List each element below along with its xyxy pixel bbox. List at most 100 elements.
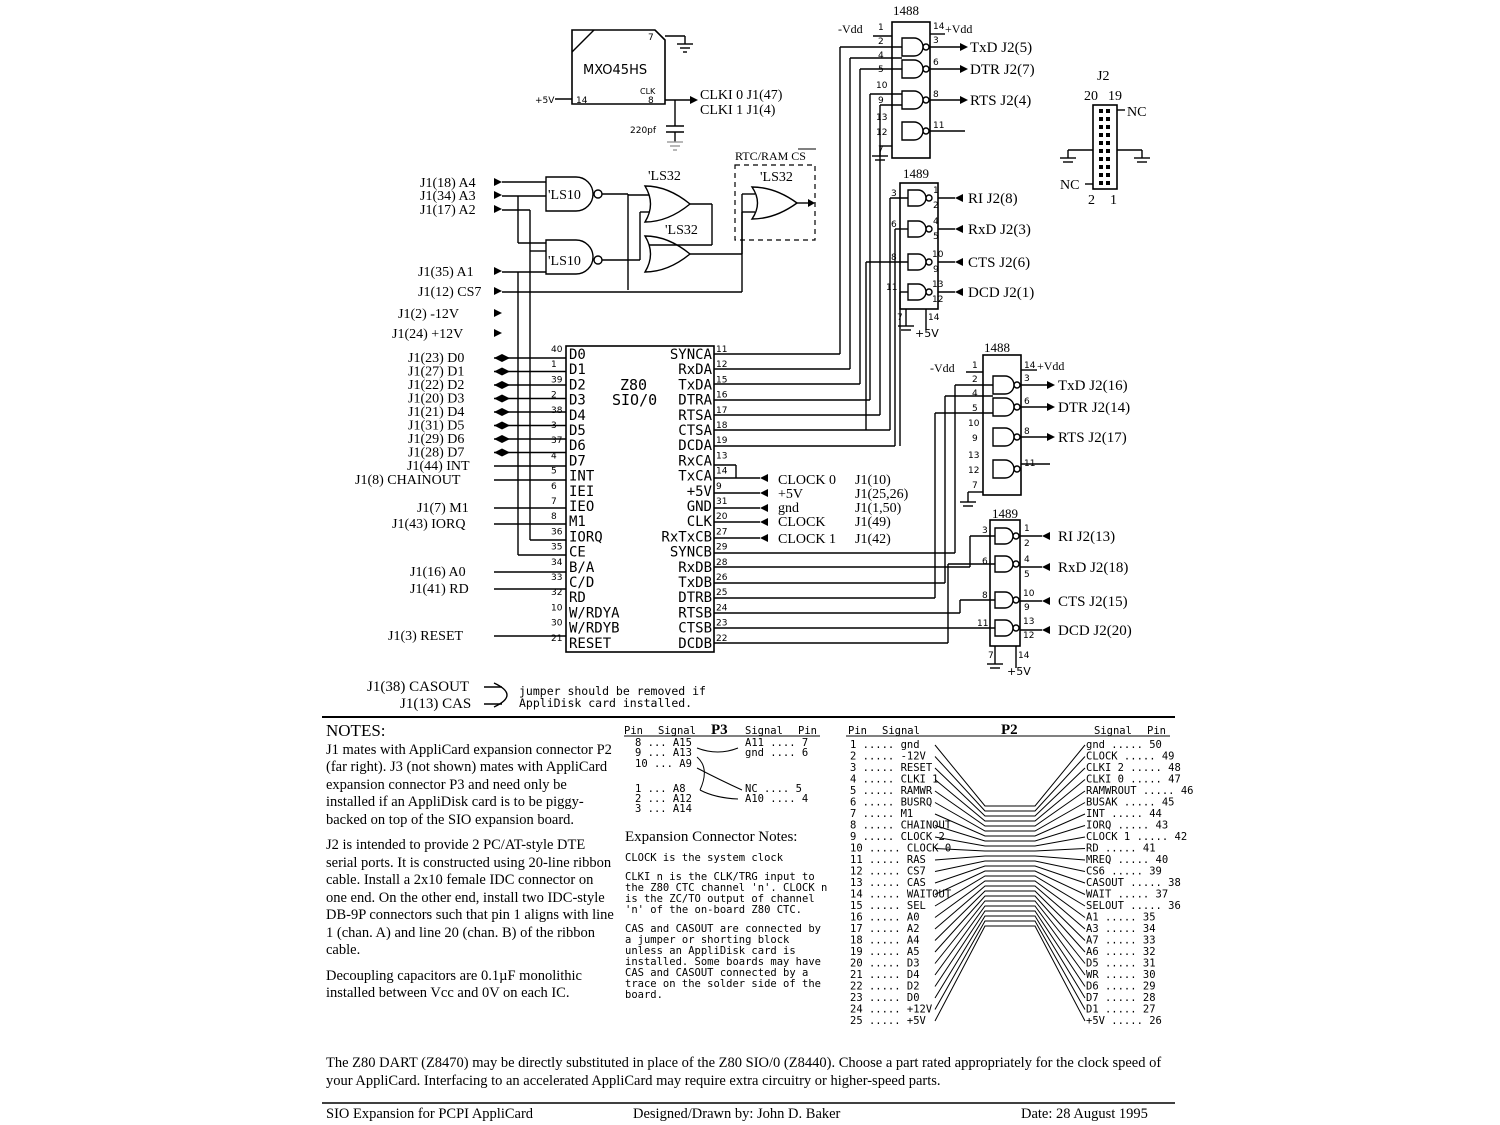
p2-connector-table: Pin Signal P2 Signal Pin 1 ..... gnd 2 .… — [846, 722, 1193, 1027]
sio-left-pin-num: 30 — [551, 619, 563, 629]
p2-wire — [934, 875, 1086, 907]
p3-row: 9 ... A13 — [635, 747, 692, 759]
sio-left-pin: D3 — [569, 393, 586, 409]
svg-text:Pin: Pin — [624, 725, 643, 737]
sio-right-pin-num: 17 — [716, 406, 727, 416]
p2-left-row: 11 ..... RAS — [850, 854, 926, 866]
sio-right-pin-num: 26 — [716, 573, 728, 583]
svg-text:10: 10 — [932, 250, 944, 260]
signal-arrow — [502, 381, 510, 389]
ctrl-signal-label: J1(16) A0 — [410, 565, 466, 580]
svg-text:2: 2 — [1088, 193, 1095, 208]
sio-right-pin: CTSA — [678, 423, 712, 439]
p2-right-row: WR ..... 30 — [1086, 969, 1156, 981]
svg-text:1489: 1489 — [903, 166, 929, 181]
svg-text:9: 9 — [878, 96, 884, 106]
j2-connector: J2 20 19 2 1 NC NC — [1060, 69, 1150, 208]
svg-text:Signal: Signal — [745, 725, 783, 737]
signal-arrow — [494, 381, 502, 389]
p2-wire — [934, 825, 1086, 842]
j2-pin — [1106, 173, 1110, 177]
p2-left-row: 14 ..... WAITOUT — [850, 889, 952, 901]
p2-right-row: CLKI 2 ..... 48 — [1086, 762, 1181, 774]
svg-text:2: 2 — [878, 37, 884, 47]
sio-left-pin-num: 6 — [551, 482, 557, 492]
p3-row: 2 ... A12 — [635, 793, 692, 805]
svg-text:DCD J2(20): DCD J2(20) — [1058, 623, 1132, 639]
sio-left-pin: RD — [569, 590, 586, 606]
svg-text:7: 7 — [878, 145, 884, 155]
sio-left-pin: M1 — [569, 514, 586, 530]
signal-arrow — [494, 367, 502, 376]
clock-signal-label: CLOCK 0 — [778, 473, 836, 488]
svg-text:CTS J2(6): CTS J2(6) — [968, 255, 1030, 271]
svg-text:14: 14 — [1024, 361, 1036, 371]
p2-right-row: CLOCK ..... 49 — [1086, 751, 1175, 763]
sio-right-pin-num: 25 — [716, 588, 727, 598]
j2-pin — [1099, 173, 1103, 177]
p2-right-row: MREQ ..... 40 — [1086, 854, 1168, 866]
svg-text:13: 13 — [1023, 617, 1034, 627]
sio-left-pin-num: 38 — [551, 406, 563, 416]
p2-wire — [934, 905, 1086, 976]
clock-signal-label: CLOCK — [778, 515, 825, 530]
svg-text:RI J2(8): RI J2(8) — [968, 191, 1018, 207]
svg-text:12: 12 — [968, 466, 979, 476]
p2-wire — [934, 900, 1086, 964]
sio-left-pin: D1 — [569, 362, 586, 378]
sio-left-pin: D5 — [569, 423, 586, 439]
p2-wire — [934, 920, 1086, 1010]
data-signal-label: J1(21) D4 — [408, 405, 464, 420]
signal-arrow — [494, 394, 502, 403]
svg-text:4: 4 — [878, 51, 884, 61]
sio-left-pin-num: 2 — [551, 391, 557, 401]
p2-right-row: CLOCK 1 ..... 42 — [1086, 831, 1187, 843]
data-signal-label: J1(20) D3 — [408, 392, 464, 407]
data-signal-label: J1(27) D1 — [408, 365, 464, 380]
p2-right-row: A1 ..... 35 — [1086, 912, 1156, 924]
p3-row: A10 .... 4 — [745, 793, 808, 805]
sio-right-pin: TxDB — [678, 575, 712, 591]
svg-text:10: 10 — [876, 81, 888, 91]
signal-arrow — [494, 309, 502, 317]
svg-text:7: 7 — [988, 651, 994, 661]
svg-text:CLKI 1 J1(4): CLKI 1 J1(4) — [700, 103, 776, 118]
p2-right-row: +5V ..... 26 — [1086, 1015, 1162, 1027]
osc-name: MXO45HS — [583, 63, 647, 78]
data-signal-label: J1(29) D6 — [408, 432, 464, 447]
svg-text:9: 9 — [933, 265, 939, 275]
p2-left-row: 10 ..... CLOCK 0 — [850, 843, 951, 855]
sio-left-pin: B/A — [569, 560, 595, 576]
svg-text:13: 13 — [876, 113, 887, 123]
svg-text:1: 1 — [972, 361, 978, 371]
sio-right-pin-num: 20 — [716, 512, 728, 522]
sio-left-pin-num: 7 — [551, 497, 557, 507]
svg-text:5: 5 — [933, 232, 939, 242]
svg-text:2: 2 — [933, 201, 939, 211]
sio-left-pin-num: 4 — [551, 451, 557, 461]
j2-pin — [1106, 125, 1110, 129]
svg-text:14: 14 — [576, 96, 588, 106]
svg-text:3: 3 — [891, 189, 897, 199]
j2-pin — [1099, 157, 1103, 161]
p2-wire — [934, 836, 1086, 847]
sio-right-pin: SYNCB — [670, 545, 712, 561]
sio-right-pin: CTSB — [678, 621, 712, 637]
p2-right-row: D7 ..... 28 — [1086, 992, 1156, 1004]
svg-text:5: 5 — [1024, 570, 1030, 580]
svg-text:13: 13 — [932, 280, 943, 290]
sio-left-pin: D6 — [569, 438, 586, 454]
p2-right-row: WAIT ..... 37 — [1086, 889, 1168, 901]
p2-right-row: D1 ..... 27 — [1086, 1004, 1156, 1016]
p3-row: NC .... 5 — [745, 783, 802, 795]
p2-left-row: 12 ..... CS7 — [850, 866, 926, 878]
svg-text:Z80: Z80 — [620, 376, 647, 394]
svg-text:11: 11 — [886, 283, 897, 293]
footer-designer: Designed/Drawn by: John D. Baker — [633, 1106, 841, 1122]
p2-right-row: CLKI 0 ..... 47 — [1086, 774, 1181, 786]
svg-text:11: 11 — [933, 121, 944, 131]
